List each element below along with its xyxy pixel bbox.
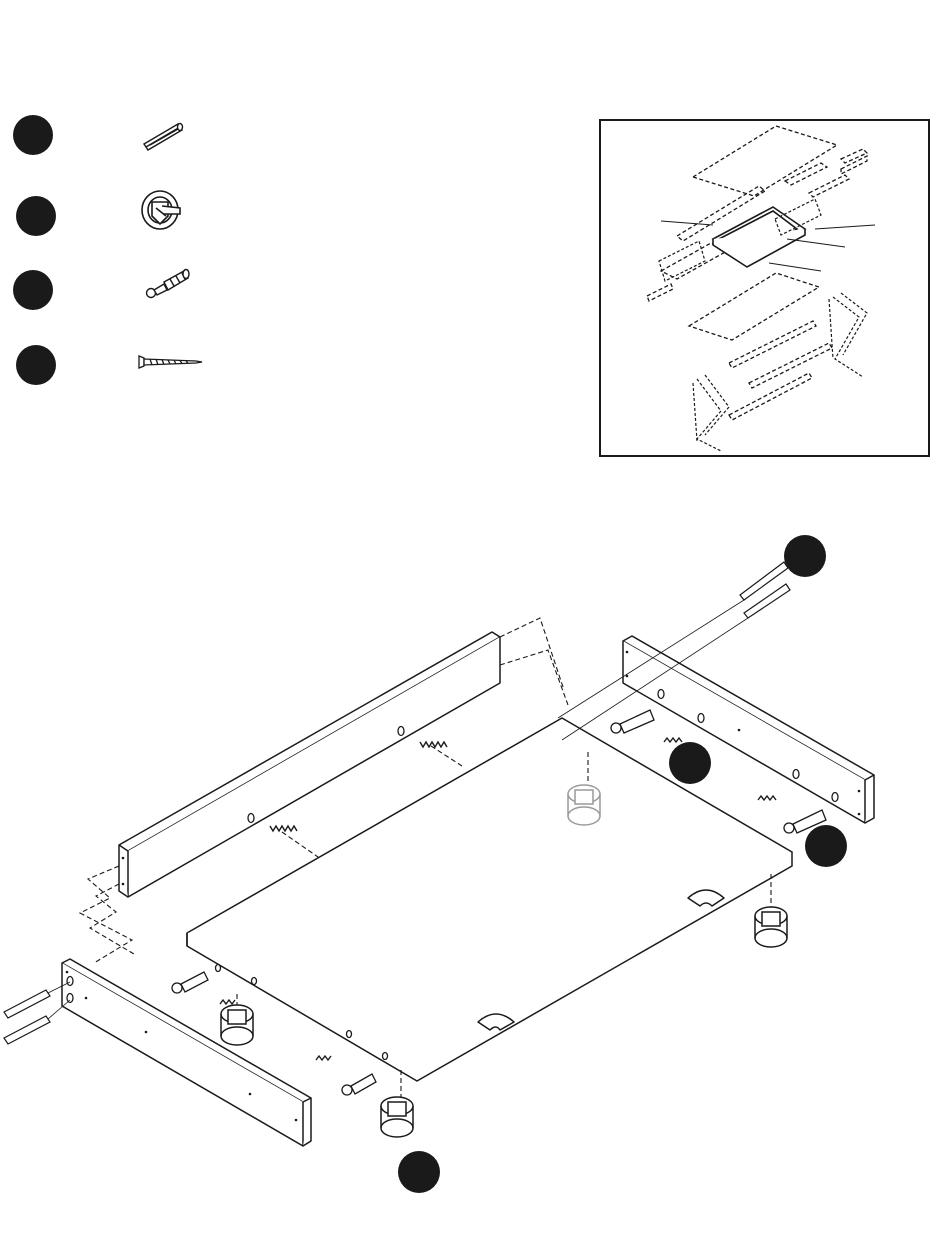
legend-bullet-4 [16,345,56,385]
long-screw-icon [136,352,206,372]
legend-bullet-1 [13,115,53,155]
exploded-furniture-overview-icon [601,121,928,455]
legend-bullet-3 [13,270,53,310]
cam-bolt-part [611,710,654,733]
cam-lock-icon [132,186,192,236]
cam-bolt-icon [140,262,200,307]
wood-dowel-icon [138,114,188,154]
cam-lock-callout-marker [398,1151,440,1193]
cam-bolt-callout-marker [669,742,711,784]
legend-bullet-2 [16,196,56,236]
screw-callout-marker [784,535,826,577]
cam-bolt-callout-marker [805,825,847,867]
exploded-overview-panel [599,119,930,457]
main-assembly-diagram [0,520,950,1254]
